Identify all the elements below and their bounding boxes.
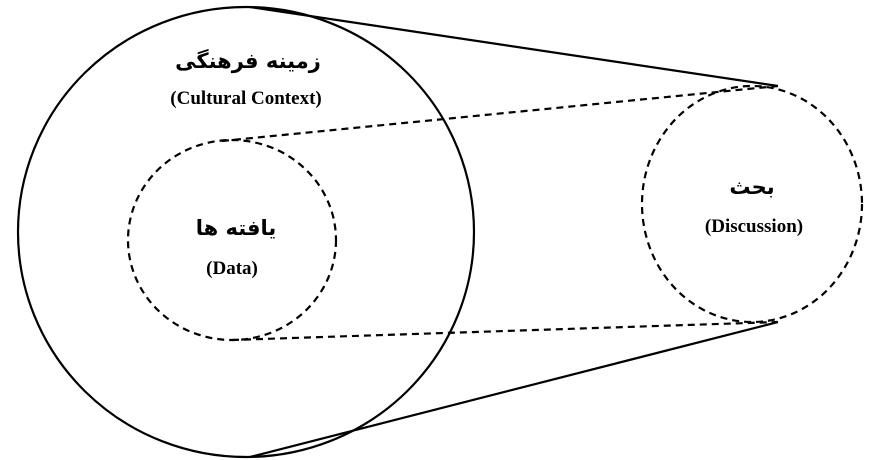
cultural-context-circle xyxy=(16,5,476,459)
data-circle xyxy=(126,138,338,342)
discussion-label-fa: بحث xyxy=(729,175,774,199)
cultural-context-bottom-connector xyxy=(249,320,779,459)
data-label-fa: یافته ها xyxy=(196,216,277,240)
data-label-en: (Data) xyxy=(206,258,258,279)
cultural-context-top-connector xyxy=(249,5,779,88)
discussion-label-en: (Discussion) xyxy=(705,216,803,237)
data-bottom-connector xyxy=(231,320,779,342)
cultural-context-label-fa: زمینه فرهنگی xyxy=(175,48,321,73)
data-top-connector xyxy=(221,84,779,143)
cultural-context-label-en: (Cultural Context) xyxy=(170,88,321,109)
discussion-circle xyxy=(640,84,864,324)
